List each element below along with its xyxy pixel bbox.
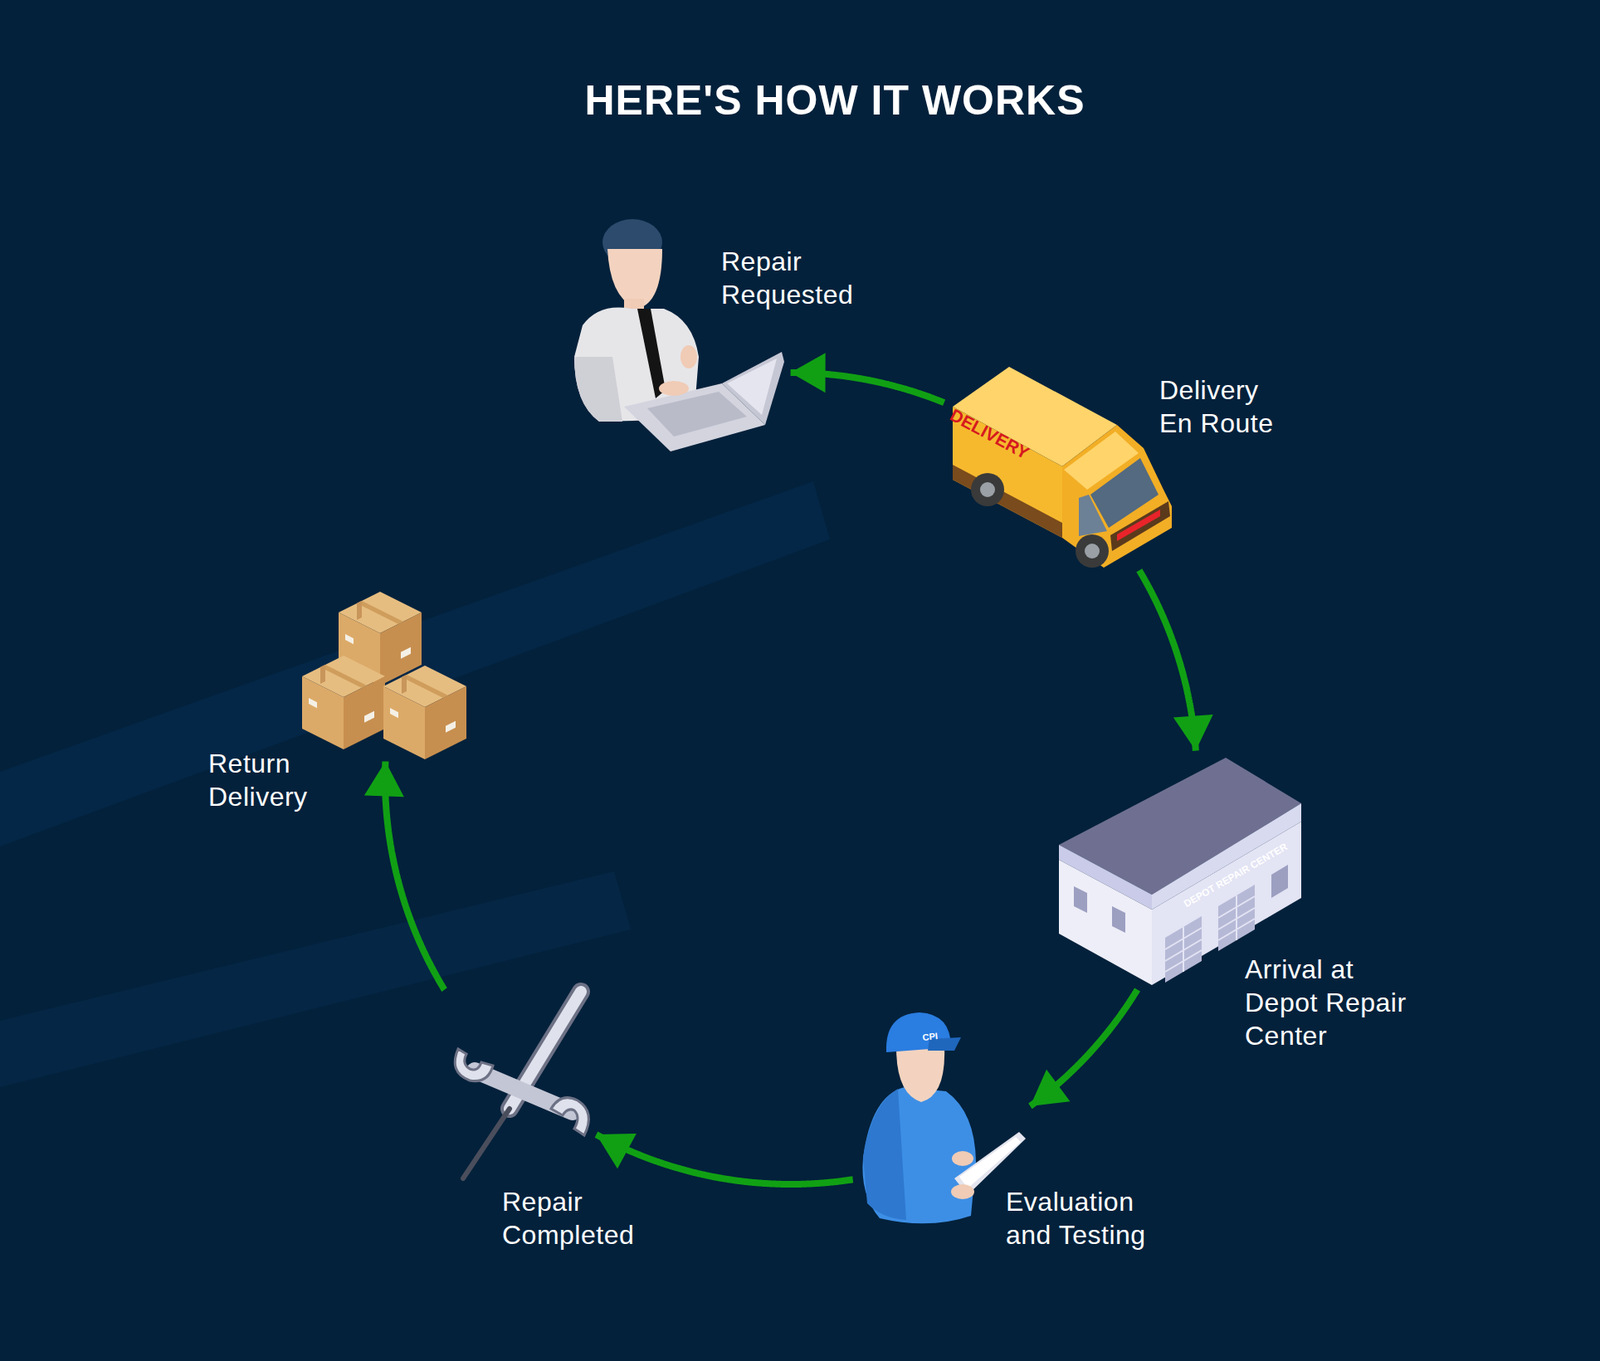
stage-node: Evaluation and Testing: [857, 1014, 1026, 1225]
delivery-van-icon: [952, 366, 1172, 568]
flow-line: [596, 1134, 854, 1185]
background-band: [0, 481, 830, 847]
stage-node: Repair Completed: [448, 985, 592, 1184]
arrowhead: [364, 760, 405, 797]
flow-line: [1029, 990, 1137, 1107]
boxes-icon: [302, 591, 467, 760]
stage-node: Arrival at Depot Repair Center: [1055, 755, 1302, 986]
arrowhead: [790, 352, 826, 393]
flow-arrow: [1029, 990, 1137, 1107]
stage-label: Arrival at Depot Repair Center: [1244, 952, 1424, 1053]
stage-label: Return Delivery: [208, 746, 346, 814]
technician-icon: [862, 1012, 1026, 1224]
arrowhead: [1029, 1069, 1070, 1107]
arrowhead: [596, 1133, 637, 1169]
arrowhead: [1173, 714, 1214, 752]
stage-label: Repair Completed: [502, 1185, 664, 1252]
stage-node: Return Delivery: [301, 590, 468, 757]
stage-label: Delivery En Route: [1159, 373, 1297, 440]
wrench-screwdriver-icon: [454, 991, 589, 1179]
flow-arrow: [596, 1133, 854, 1185]
flow-arrow: [364, 760, 445, 990]
stage-node: Delivery En Route: [948, 361, 1174, 566]
flow-arrow: [1139, 570, 1214, 751]
title: HERE'S HOW IT WORKS: [69, 76, 1600, 125]
stage-label: Evaluation and Testing: [1005, 1185, 1168, 1252]
depot-building-icon: [1058, 757, 1302, 986]
picture-text: CPI: [921, 1030, 938, 1043]
stage-node: Repair Requested: [571, 219, 786, 454]
stage-label: Repair Requested: [721, 244, 888, 312]
flow-arrow: [790, 352, 945, 403]
